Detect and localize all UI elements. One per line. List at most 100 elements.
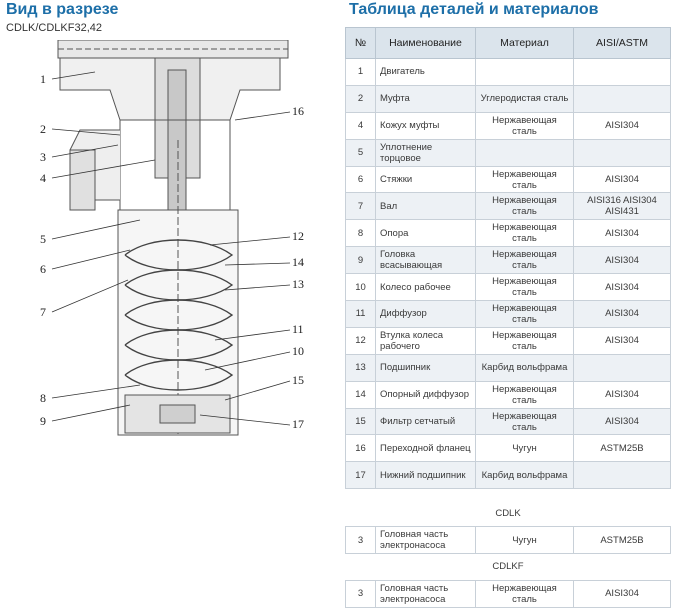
callout-5: 5 <box>40 232 46 246</box>
cell-name: Втулка колеса рабочего <box>375 327 476 355</box>
section-title: Вид в разрезе <box>6 1 119 18</box>
callout-4: 4 <box>40 171 46 185</box>
spacer-row <box>345 488 671 501</box>
cell-num: 3 <box>345 526 376 555</box>
col-material-header: Материал <box>475 27 574 59</box>
cell-aisi <box>573 354 671 382</box>
cell-num: 11 <box>345 300 376 328</box>
cell-num: 5 <box>345 139 376 167</box>
cell-name: Опорный диффузор <box>375 381 476 409</box>
motor-flange <box>57 40 289 59</box>
cell-material: Нержавеющая сталь <box>475 381 574 409</box>
cell-name: Подшипник <box>375 354 476 382</box>
cell-num: 6 <box>345 166 376 194</box>
cell-aisi <box>573 139 671 167</box>
cell-name: Кожух муфты <box>375 112 476 140</box>
section-row-cdlk: CDLK <box>345 500 671 528</box>
cell-material: Углеродистая сталь <box>475 85 574 113</box>
cell-num: 7 <box>345 192 376 221</box>
callout-12: 12 <box>292 229 304 243</box>
cell-material: Нержавеющая сталь <box>475 246 574 275</box>
cell-name: Фильтр сетчатый <box>375 408 476 436</box>
cell-name: Головная часть электронасоса <box>375 580 476 608</box>
callout-8: 8 <box>40 391 46 405</box>
cell-material: Чугун <box>475 434 574 463</box>
cell-name: Вал <box>375 192 476 221</box>
table-header-row: № Наименование Материал AISI/ASTM <box>345 27 671 59</box>
callout-6: 6 <box>40 262 46 276</box>
cell-material: Нержавеющая сталь <box>475 408 574 436</box>
callout-15: 15 <box>292 373 304 387</box>
cross-section-drawing: 1 2 3 4 5 6 7 8 9 16 12 14 13 11 10 15 1… <box>40 40 304 436</box>
callout-10: 10 <box>292 344 304 358</box>
cell-num: 1 <box>345 58 376 86</box>
callout-14: 14 <box>292 255 304 269</box>
callout-7: 7 <box>40 305 46 319</box>
cell-name: Диффузор <box>375 300 476 328</box>
cell-num: 16 <box>345 434 376 463</box>
cell-aisi: AISI304 <box>573 273 671 302</box>
section-label-cdlkf: CDLKF <box>345 553 671 581</box>
cell-aisi: AISI304 <box>573 112 671 140</box>
cell-num: 17 <box>345 461 376 490</box>
col-name-header: Наименование <box>375 27 476 59</box>
cell-name: Опора <box>375 219 476 248</box>
cell-material: Нержавеющая сталь <box>475 166 574 194</box>
cell-material: Карбид вольфрама <box>475 354 574 382</box>
cell-material: Чугун <box>475 526 574 555</box>
cell-num: 12 <box>345 327 376 355</box>
cell-num: 9 <box>345 246 376 275</box>
cell-material: Нержавеющая сталь <box>475 327 574 355</box>
cell-num: 3 <box>345 580 376 608</box>
cell-num: 13 <box>345 354 376 382</box>
cell-aisi: ASTM25B <box>573 434 671 463</box>
cell-aisi: AISI304 <box>573 381 671 409</box>
cell-aisi: AISI304 <box>573 246 671 275</box>
cell-aisi: AISI304 <box>573 219 671 248</box>
cell-material: Нержавеющая сталь <box>475 192 574 221</box>
cell-aisi: ASTM25B <box>573 526 671 555</box>
callout-16: 16 <box>292 104 304 118</box>
cell-num: 10 <box>345 273 376 302</box>
cell-material: Нержавеющая сталь <box>475 219 574 248</box>
section-row-cdlkf: CDLKF <box>345 553 671 581</box>
cell-material <box>475 139 574 167</box>
model-subtitle: CDLK/CDLKF32,42 <box>6 22 102 34</box>
callout-2: 2 <box>40 122 46 136</box>
cell-name: Головка всасывающая <box>375 246 476 275</box>
cell-aisi <box>573 58 671 86</box>
callout-13: 13 <box>292 277 304 291</box>
callout-17: 17 <box>292 417 304 431</box>
cell-name: Уплотнение торцовое <box>375 139 476 167</box>
cell-material: Карбид вольфрама <box>475 461 574 490</box>
bottom-bearing <box>159 404 196 424</box>
cell-material: Нержавеющая сталь <box>475 273 574 302</box>
cell-num: 15 <box>345 408 376 436</box>
cell-material: Нержавеющая сталь <box>475 300 574 328</box>
cell-aisi: AISI304 <box>573 327 671 355</box>
cell-aisi: AISI304 <box>573 580 671 608</box>
cell-name: Стяжки <box>375 166 476 194</box>
cell-name: Муфта <box>375 85 476 113</box>
col-aisi-header: AISI/ASTM <box>573 27 671 59</box>
cell-aisi: AISI316 AISI304 AISI431 <box>573 192 671 221</box>
callout-1: 1 <box>40 72 46 86</box>
callout-11: 11 <box>292 322 304 336</box>
cell-name: Двигатель <box>375 58 476 86</box>
cell-material <box>475 58 574 86</box>
